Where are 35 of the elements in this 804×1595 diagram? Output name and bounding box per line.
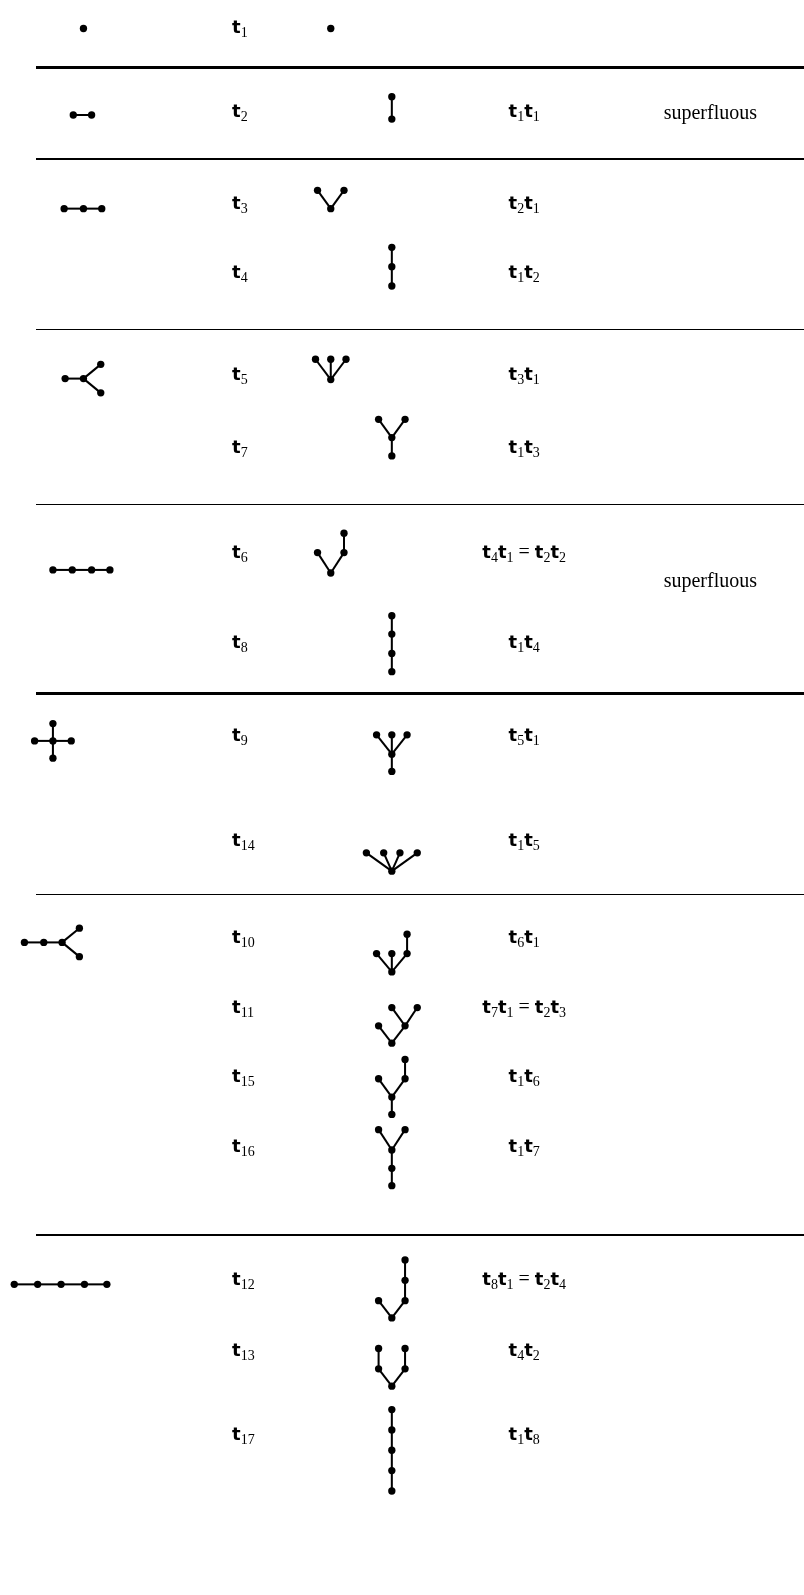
product-formula: t$_{1}$t$_{6}$ [508, 1064, 540, 1089]
tree-label: t$_{10}$ [232, 926, 255, 951]
tree-label: t$_{7}$ [232, 435, 248, 460]
product-formula: t$_{1}$t$_{8}$ [508, 1422, 540, 1448]
tree-label: t$_{5}$ [232, 362, 248, 387]
product-formula: t$_{6}$t$_{1}$ [508, 926, 540, 951]
tree-label: t$_{9}$ [232, 723, 248, 748]
product-formula: t$_{1}$t$_{3}$ [508, 435, 540, 460]
product-formula: t$_{1}$t$_{5}$ [508, 828, 540, 853]
product-formula: t$_{8}$t$_{1}$ = t$_{2}$t$_{4}$ [482, 1268, 566, 1293]
tree-label: t$_{2}$ [232, 99, 248, 125]
tree-label: t$_{17}$ [232, 1422, 255, 1448]
product-formula: t$_{1}$t$_{7}$ [508, 1134, 540, 1160]
tree-label: t$_{4}$ [232, 260, 248, 285]
product-formula: t$_{1}$t$_{2}$ [508, 260, 540, 285]
tree-label: t$_{11}$ [232, 995, 255, 1020]
product-formula: t$_{1}$t$_{4}$ [508, 631, 540, 656]
tree-label: t$_{16}$ [232, 1134, 255, 1160]
product-formula: t$_{4}$t$_{2}$ [508, 1338, 540, 1363]
tree-label: t$_{1}$ [232, 16, 248, 41]
tree-label: t$_{15}$ [232, 1064, 255, 1089]
product-formula: t$_{7}$t$_{1}$ = t$_{2}$t$_{3}$ [482, 995, 566, 1020]
product-formula: superfluous [663, 570, 757, 591]
product-formula: t$_{3}$t$_{1}$ [508, 362, 540, 387]
product-formula: t$_{1}$t$_{1}$ [508, 99, 540, 125]
tree-label: t$_{3}$ [232, 191, 248, 216]
tree-label: t$_{14}$ [232, 828, 255, 853]
tree-label: t$_{13}$ [232, 1338, 255, 1363]
product-formula: superfluous [663, 101, 757, 122]
tree-label: t$_{12}$ [232, 1268, 255, 1293]
tree-label: t$_{8}$ [232, 631, 248, 656]
product-formula: t$_{2}$t$_{1}$ [508, 191, 540, 216]
tree-label: t$_{6}$ [232, 540, 248, 565]
product-formula: t$_{4}$t$_{1}$ = t$_{2}$t$_{2}$ [482, 540, 566, 565]
product-formula: t$_{5}$t$_{1}$ [508, 723, 540, 748]
